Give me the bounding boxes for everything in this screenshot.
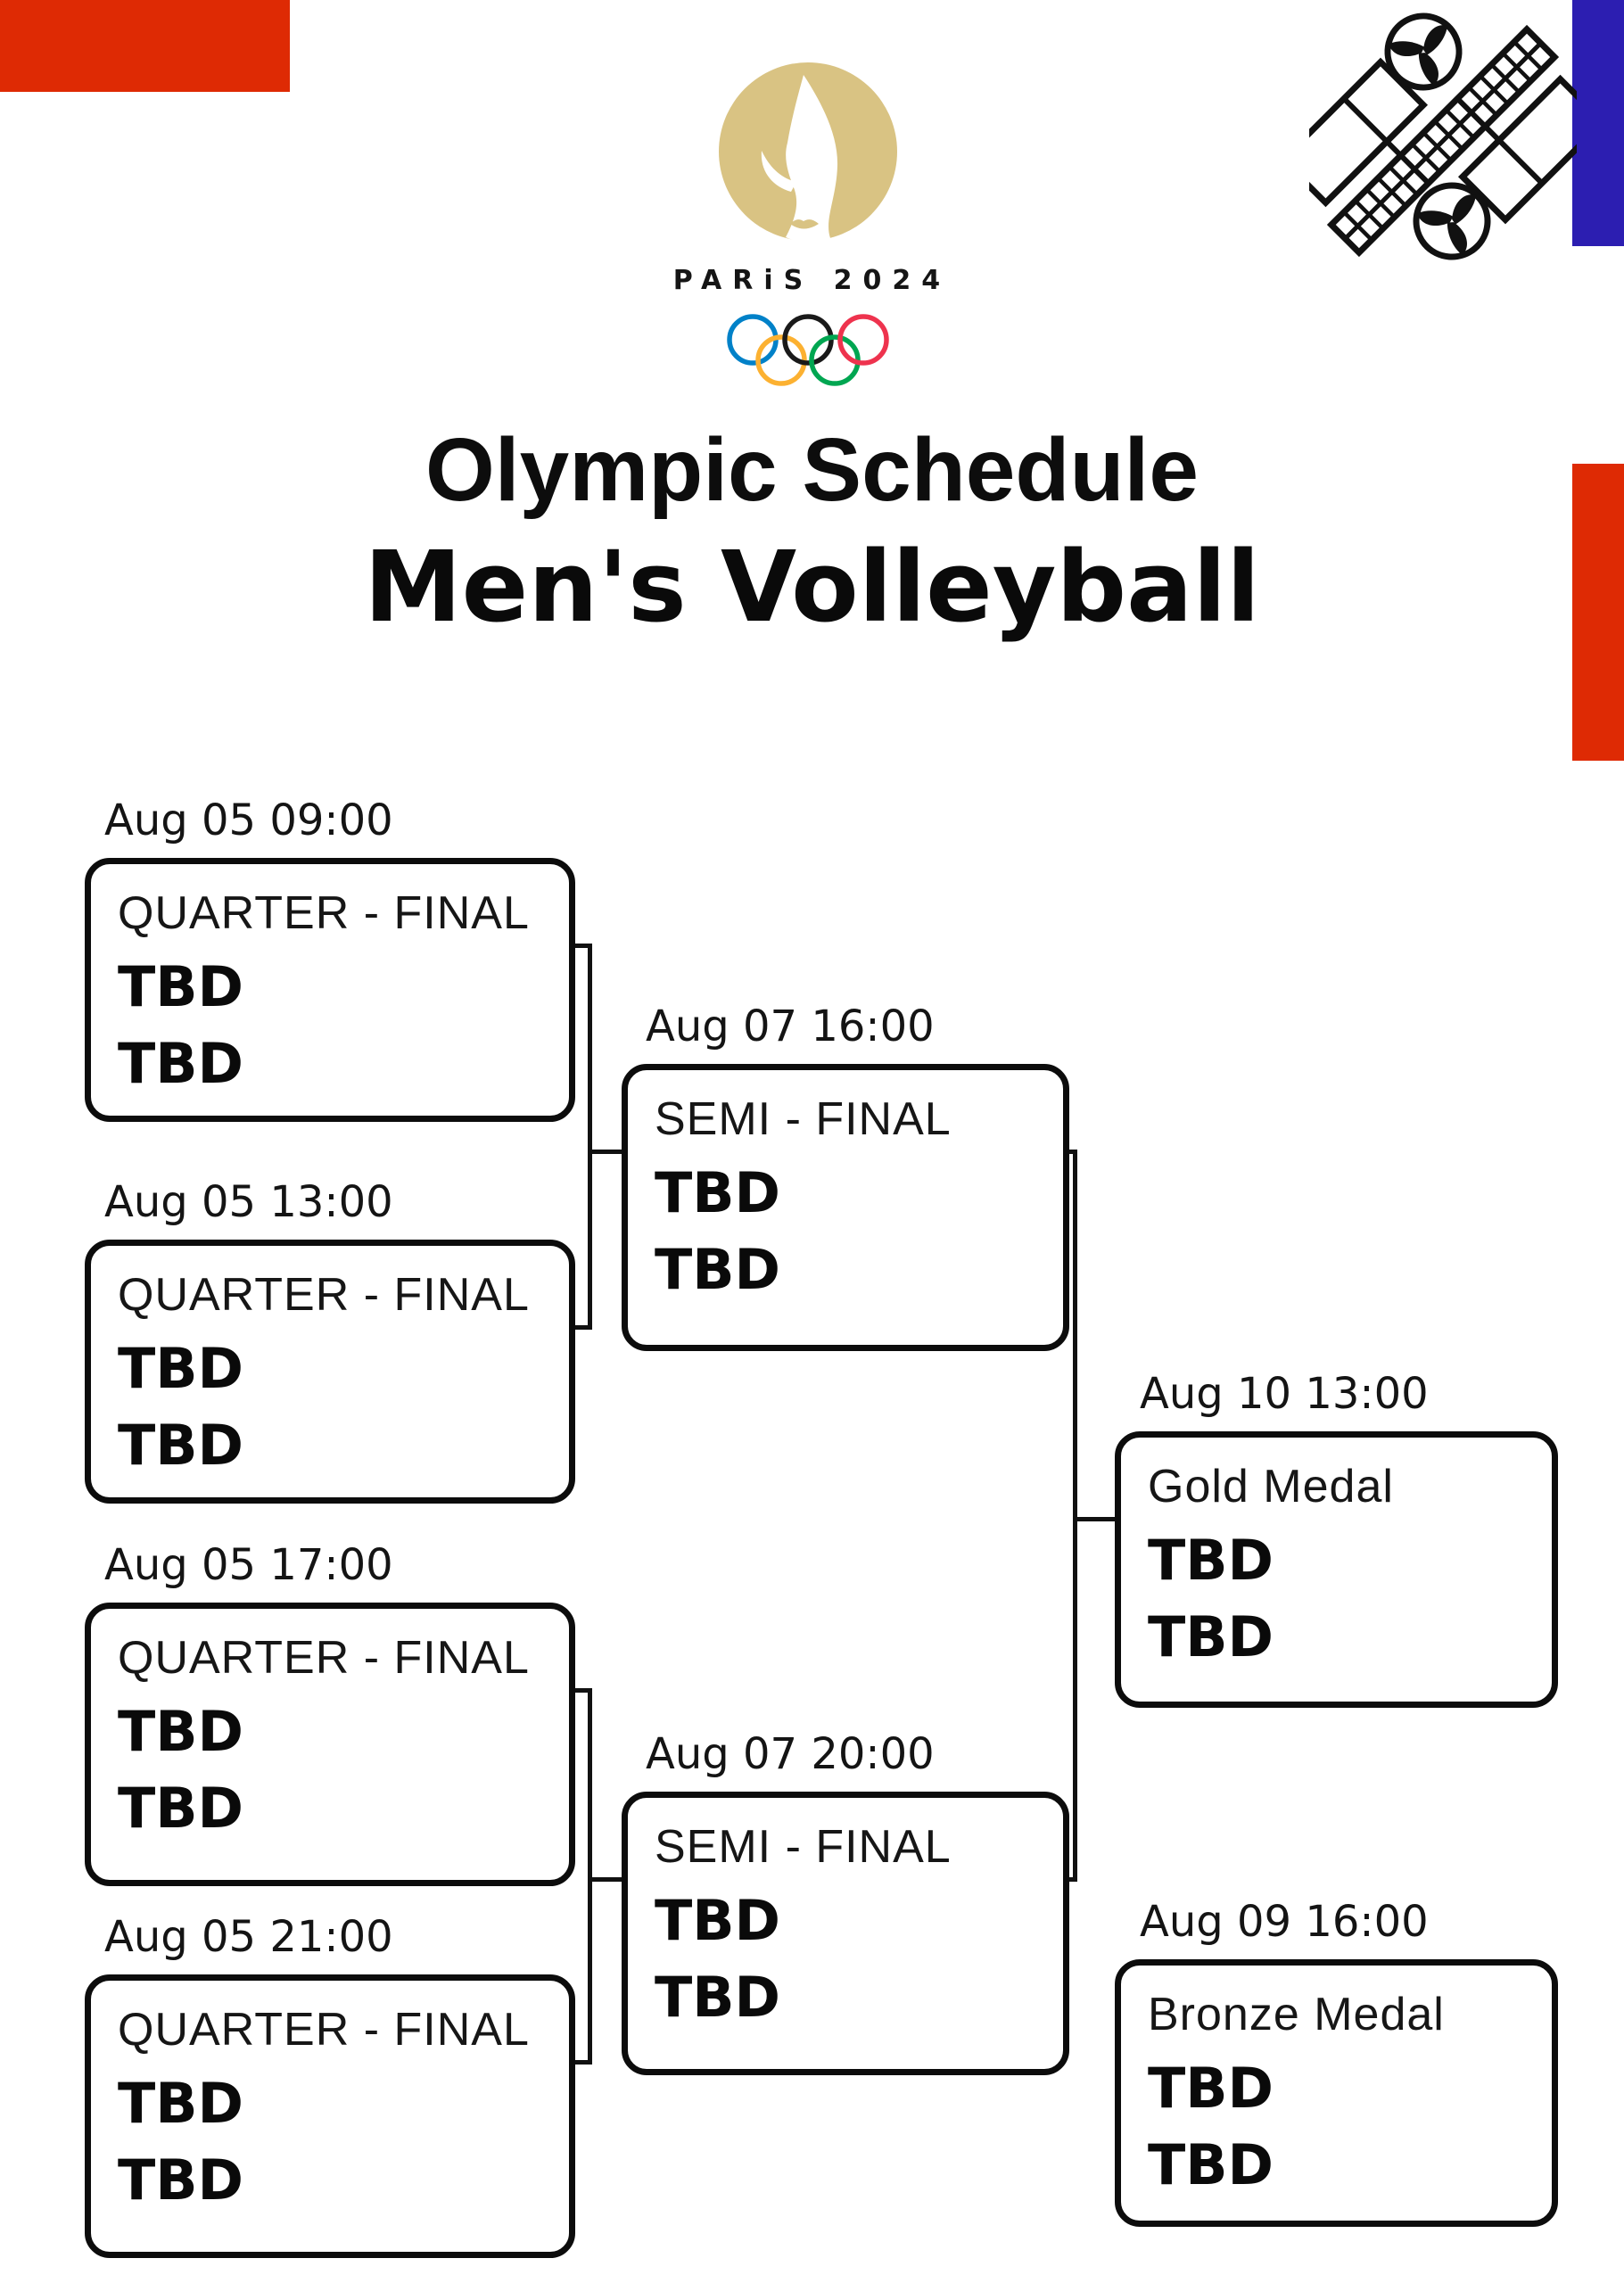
paris-2024-flame-logo [719,62,897,243]
team-1: TBD [655,1887,781,1953]
connector-line [571,1688,592,1693]
red-edge-bar-right [1572,464,1624,761]
match-time: Aug 07 20:00 [646,1729,935,1779]
connector-line [571,1325,592,1330]
blue-edge-bar-right [1572,0,1624,246]
connector-line [571,944,592,948]
match-box: SEMI - FINAL TBD TBD [622,1792,1069,2075]
connector-line [1063,1150,1077,1154]
match-box: Gold Medal TBD TBD [1115,1431,1558,1708]
connector-line [588,1150,622,1154]
connector-line [571,2060,592,2065]
match-quarterfinal-3: Aug 05 17:00 QUARTER - FINAL TBD TBD [85,1540,575,1886]
match-quarterfinal-4: Aug 05 21:00 QUARTER - FINAL TBD TBD [85,1912,575,2258]
logo-flame-shape [786,75,838,243]
round-name: QUARTER - FINAL [118,2004,530,2056]
connector-line [1073,1517,1115,1521]
team-1: TBD [655,1159,781,1225]
team-2: TBD [118,1030,244,1096]
match-gold-medal: Aug 10 13:00 Gold Medal TBD TBD [1115,1369,1558,1708]
team-1: TBD [1148,1527,1274,1593]
match-time: Aug 05 13:00 [104,1177,393,1227]
match-time: Aug 07 16:00 [646,1001,935,1051]
match-time: Aug 05 17:00 [104,1540,393,1590]
round-name: SEMI - FINAL [655,1821,952,1873]
team-2: TBD [118,1775,244,1841]
paris-2024-wordmark: PARiS 2024 [672,265,952,296]
match-time: Aug 10 13:00 [1140,1369,1429,1419]
connector-line [588,1877,622,1882]
court-half-right [1457,74,1577,225]
connector-line [588,944,592,1330]
team-1: TBD [1148,2055,1274,2121]
match-quarterfinal-2: Aug 05 13:00 QUARTER - FINAL TBD TBD [85,1177,575,1504]
team-2: TBD [118,2147,244,2213]
match-time: Aug 05 21:00 [104,1912,393,1962]
match-box: QUARTER - FINAL TBD TBD [85,1240,575,1504]
ring-red [837,314,889,366]
team-1: TBD [118,2070,244,2136]
team-2: TBD [655,1236,781,1302]
match-semifinal-2: Aug 07 20:00 SEMI - FINAL TBD TBD [622,1729,1069,2075]
match-box: QUARTER - FINAL TBD TBD [85,1974,575,2258]
page-subtitle: Men's Volleyball [364,530,1260,644]
match-box: QUARTER - FINAL TBD TBD [85,1603,575,1886]
volleyball-net-icon [1309,12,1577,260]
round-name: QUARTER - FINAL [118,887,530,939]
team-2: TBD [1148,1603,1274,1669]
match-semifinal-1: Aug 07 16:00 SEMI - FINAL TBD TBD [622,1001,1069,1351]
team-1: TBD [118,953,244,1019]
match-box: Bronze Medal TBD TBD [1115,1959,1558,2227]
match-time: Aug 05 09:00 [104,795,393,845]
team-2: TBD [655,1964,781,2030]
red-corner-bar-top-left [0,0,290,92]
round-name: Bronze Medal [1148,1989,1445,2040]
team-1: TBD [118,1335,244,1401]
team-2: TBD [118,1412,244,1478]
olympic-rings-icon [727,314,889,386]
volleyball-top [1384,12,1463,91]
logo-lips [790,219,819,229]
round-name: Gold Medal [1148,1461,1394,1512]
logo-flame-wisp [761,151,796,192]
round-name: QUARTER - FINAL [118,1269,530,1321]
connector-line [1063,1877,1077,1882]
team-1: TBD [118,1698,244,1764]
match-bronze-medal: Aug 09 16:00 Bronze Medal TBD TBD [1115,1897,1558,2227]
connector-line [1073,1150,1077,1882]
team-2: TBD [1148,2131,1274,2197]
match-box: QUARTER - FINAL TBD TBD [85,858,575,1122]
match-time: Aug 09 16:00 [1140,1897,1429,1947]
round-name: QUARTER - FINAL [118,1632,530,1684]
volleyball-bottom [1413,182,1491,260]
match-box: SEMI - FINAL TBD TBD [622,1064,1069,1351]
page-title: Olympic Schedule [425,420,1199,520]
round-name: SEMI - FINAL [655,1093,952,1145]
match-quarterfinal-1: Aug 05 09:00 QUARTER - FINAL TBD TBD [85,795,575,1122]
connector-line [588,1688,592,2065]
